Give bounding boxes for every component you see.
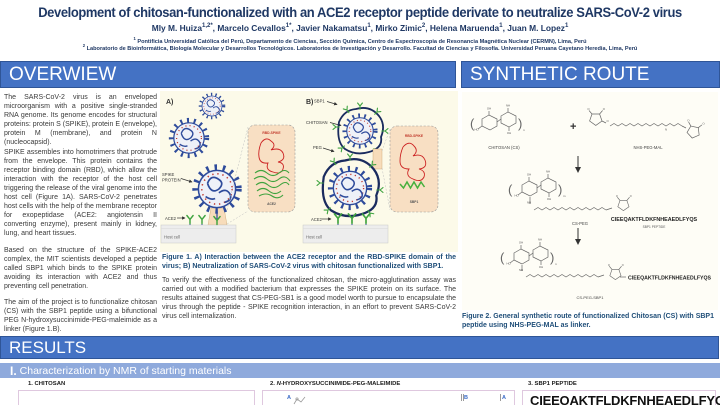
- author: , Marcelo Cevallos1*: [212, 23, 292, 33]
- panel1-chitosan-nmr: [18, 390, 255, 405]
- synthetic-route-figure: OH HO OH NH O O ( ) n: [462, 92, 718, 310]
- nhs-peg-mal-label: NHS-PEG-MAL: [633, 145, 663, 150]
- ace2-protein: [253, 169, 291, 199]
- svg-text:(: (: [470, 116, 475, 131]
- chitosan-wrapped-virus: [332, 102, 389, 156]
- svg-text:(: (: [508, 182, 513, 197]
- nmr-peak-tick: [461, 394, 462, 401]
- cs-peg-label: CS-PEG: [572, 221, 588, 226]
- panel1-label: 1. CHITOSAN: [28, 381, 66, 387]
- virus-icon: [171, 120, 207, 156]
- svg-text:NH: NH: [527, 201, 531, 205]
- ace2-label: ACE2: [311, 217, 323, 222]
- overview-heading: OVERWIEW: [0, 61, 456, 88]
- plus-sign: +: [570, 121, 576, 133]
- figure1-caption: Figure 1. A) Interaction between the ACE…: [162, 254, 456, 270]
- arrow: [322, 147, 335, 153]
- nmr-peak-label: A: [287, 395, 291, 401]
- ace2-label: ACE2: [165, 216, 177, 221]
- cs-peg-structure: ( ) m NH CS-PEG: [508, 169, 633, 226]
- svg-text:O: O: [607, 119, 610, 123]
- nmr-peak-label: B: [464, 395, 468, 401]
- author: Mly M. Huiza1,2*: [151, 23, 213, 33]
- authors-line: Mly M. Huiza1,2*, Marcelo Cevallos1*, Ja…: [60, 23, 660, 33]
- rbd-spike-protein: [258, 138, 285, 174]
- overview-paragraph: SPIKE assembles into homotrimers that pr…: [4, 148, 157, 238]
- sbp1-peptide-label: SBP1 PEPTIDE: [643, 225, 666, 229]
- host-cell-label: Host cell: [164, 235, 180, 240]
- svg-text:n: n: [555, 262, 557, 266]
- rbd-spike-label: RBD-SPIKE: [405, 134, 424, 138]
- panel3-sbp1-peptide: [522, 390, 716, 405]
- contact-highlight: [372, 148, 383, 170]
- svg-text:(: (: [500, 250, 505, 265]
- inset-ace2-label: ACE2: [267, 202, 276, 206]
- cs-peg-sbp1-structure: ( ) n NH CIEEQAKTFLDKFNHEAEDLFYQS CS-PEG…: [500, 237, 712, 300]
- arrow: [180, 178, 193, 183]
- rbd-spike-label: RBD-SPIKE: [262, 131, 281, 135]
- author: , Helena Maruenda1: [425, 23, 503, 33]
- affiliation-2: 2 Laboratorio de Bioinformática, Biologí…: [82, 43, 638, 52]
- host-cell-label: Host cell: [306, 235, 322, 240]
- nmr-peak-label: A: [502, 395, 506, 401]
- ace2-receptors: [186, 214, 221, 226]
- nmr-peak-tick: [463, 394, 464, 401]
- svg-text:): ): [558, 182, 562, 197]
- svg-text:n: n: [523, 128, 525, 132]
- author: , Juan M. Lopez1: [502, 23, 569, 33]
- chitosan-label: CHITOSAN: [306, 120, 328, 125]
- figure1-label-b: B): [306, 99, 313, 106]
- svg-text:NH: NH: [519, 268, 523, 272]
- verification-paragraph: To verify the effectiveness of the funct…: [162, 277, 456, 321]
- synthetic-route-heading: SYNTHETIC ROUTE: [461, 61, 720, 88]
- host-cell-membrane: [302, 224, 389, 244]
- svg-text:N: N: [665, 128, 667, 132]
- mini-structure-icon: [293, 393, 307, 405]
- sbp1-label: SBP1: [314, 99, 325, 104]
- chitosan-structure: ( ) n CHITOSAN (CS): [470, 103, 525, 150]
- section1-title: Characterization by NMR of starting mate…: [19, 364, 232, 377]
- sbp1-sequence: CIEEQAKTFLDKFNHEAEDLFYQS: [628, 276, 712, 282]
- arrow: [326, 101, 338, 106]
- author: , Mirko Zimic2: [370, 23, 426, 33]
- inset-sbp1-label: SBP1: [410, 200, 419, 204]
- panel3-label: 3. SBP1 PEPTIDE: [528, 381, 577, 387]
- inset-rbd-ace2: RBD-SPIKE ACE2: [247, 124, 296, 213]
- overview-text: The SARS-CoV-2 virus is an enveloped mic…: [4, 93, 157, 334]
- rbd-spike-protein: [399, 142, 427, 182]
- sbp1-helix: [399, 180, 426, 190]
- section1-heading: I. Characterization by NMR of starting m…: [0, 362, 720, 378]
- inset-rbd-sbp1: RBD-SPIKE SBP1: [389, 125, 439, 213]
- cs-peg-sbp1-label: CS-PEG-SBP1: [577, 295, 605, 300]
- panel2-nhs-peg-mal-nmr: [262, 390, 515, 405]
- chitosan-cs-label: CHITOSAN (CS): [488, 145, 520, 150]
- svg-text:m: m: [563, 194, 566, 198]
- overview-paragraph: Based on the structure of the SPIKE-ACE2…: [4, 246, 157, 290]
- host-cell-membrane: [160, 224, 237, 244]
- figure1-label-a: A): [166, 99, 173, 106]
- peg-label: PEG: [313, 145, 322, 150]
- svg-text:): ): [518, 116, 522, 131]
- figure1-illustration: A) SPIKE PROTEIN ACE2 Host cell: [160, 91, 458, 252]
- sbp1-sequence-display: CIEEQAKTFLDKFNHEAEDLFYQS: [530, 393, 720, 405]
- spike-protein-label: SPIKE: [162, 172, 175, 177]
- figure2-caption: Figure 2. General synthetic route of fun…: [462, 313, 714, 329]
- nhs-peg-mal-structure: O N NHS-PEG-MAL: [587, 106, 707, 150]
- nmr-peak-tick: [500, 394, 501, 401]
- overview-paragraph: The aim of the project is to functionali…: [4, 298, 157, 334]
- ace2-receptors: [333, 213, 371, 225]
- panel2-label: 2. N-HYDROXYSUCCINIMIDE-PEG-MALEIMIDE: [270, 381, 401, 387]
- svg-text:PROTEIN: PROTEIN: [162, 178, 181, 183]
- section1-numeral: I.: [10, 363, 17, 378]
- svg-text:): ): [550, 250, 554, 265]
- virus-icon: [198, 92, 226, 120]
- synthetic-route-svg: OH HO OH NH O O ( ) n: [470, 103, 712, 300]
- author: , Javier Nakamatsu1: [291, 23, 371, 33]
- poster-title: Development of chitosan-functionalized w…: [38, 5, 682, 20]
- sbp1-sequence: CIEEQAKTFLDKFNHEAEDLFYQS: [611, 217, 698, 223]
- affiliation-1: 1 Pontificia Universidad Católica del Pe…: [133, 36, 587, 45]
- overview-paragraph: The SARS-CoV-2 virus is an enveloped mic…: [4, 94, 157, 147]
- figure1-svg: A) SPIKE PROTEIN ACE2 Host cell: [160, 92, 439, 244]
- results-heading: RESULTS: [0, 336, 719, 359]
